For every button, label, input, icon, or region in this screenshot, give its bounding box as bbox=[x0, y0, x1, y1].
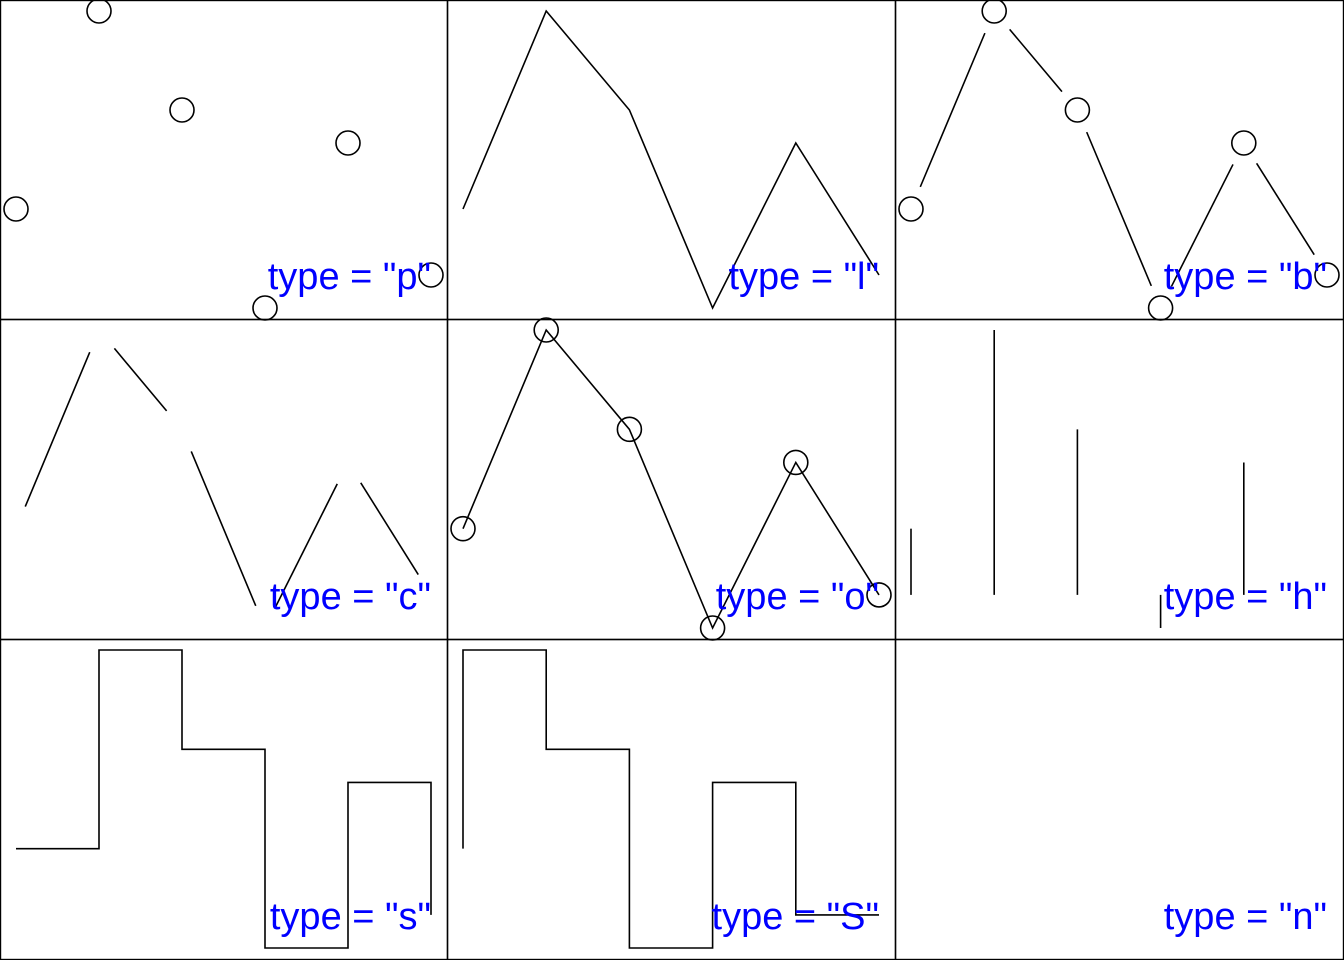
data-point bbox=[1064, 97, 1091, 123]
panel-s: type = "s" bbox=[0, 638, 449, 960]
data-point bbox=[169, 97, 195, 123]
series-segment bbox=[1170, 164, 1234, 287]
panel-label: type = "o" bbox=[716, 576, 879, 618]
data-point bbox=[898, 196, 924, 222]
panel-b: type = "b" bbox=[894, 0, 1344, 321]
data-point bbox=[981, 0, 1007, 24]
data-point bbox=[252, 295, 278, 321]
series-segment bbox=[190, 451, 257, 607]
panel-c: type = "c" bbox=[0, 318, 449, 641]
data-point bbox=[866, 582, 892, 608]
data-point bbox=[3, 196, 29, 222]
panel-label: type = "b" bbox=[1164, 256, 1327, 298]
series-segment bbox=[360, 482, 419, 575]
panel-label: type = "S" bbox=[712, 896, 879, 938]
panel-label: type = "s" bbox=[270, 896, 431, 938]
series-segment bbox=[1255, 162, 1315, 256]
series-segment bbox=[919, 32, 986, 188]
data-point bbox=[450, 515, 476, 542]
data-point bbox=[782, 449, 809, 476]
series-segment bbox=[1009, 28, 1063, 93]
panel-S: type = "S" bbox=[446, 638, 897, 960]
data-point bbox=[335, 130, 361, 156]
series-segment bbox=[24, 351, 91, 507]
panel-h: type = "h" bbox=[894, 318, 1344, 641]
series-line bbox=[16, 649, 432, 949]
data-point bbox=[1231, 130, 1257, 156]
panel-p: type = "p" bbox=[0, 0, 449, 321]
series-line bbox=[462, 328, 880, 630]
series-line bbox=[462, 649, 879, 949]
series-segment bbox=[1085, 131, 1153, 287]
panel-label: type = "c" bbox=[270, 576, 431, 618]
series-segment bbox=[275, 483, 338, 607]
data-point bbox=[86, 0, 112, 24]
data-point bbox=[616, 416, 643, 443]
panel-o: type = "o" bbox=[446, 317, 897, 641]
series-segment bbox=[113, 347, 168, 412]
panel-l: type = "l" bbox=[446, 0, 897, 321]
panel-label: type = "h" bbox=[1164, 576, 1327, 618]
panel-label: type = "l" bbox=[728, 256, 879, 298]
data-point bbox=[418, 262, 444, 288]
panel-label: type = "n" bbox=[1164, 896, 1327, 938]
series-line bbox=[462, 9, 880, 310]
data-point bbox=[1314, 262, 1340, 288]
data-point bbox=[533, 317, 560, 343]
panel-label: type = "p" bbox=[268, 256, 431, 298]
panel-n: type = "n" bbox=[894, 638, 1344, 960]
data-point bbox=[1147, 295, 1174, 321]
